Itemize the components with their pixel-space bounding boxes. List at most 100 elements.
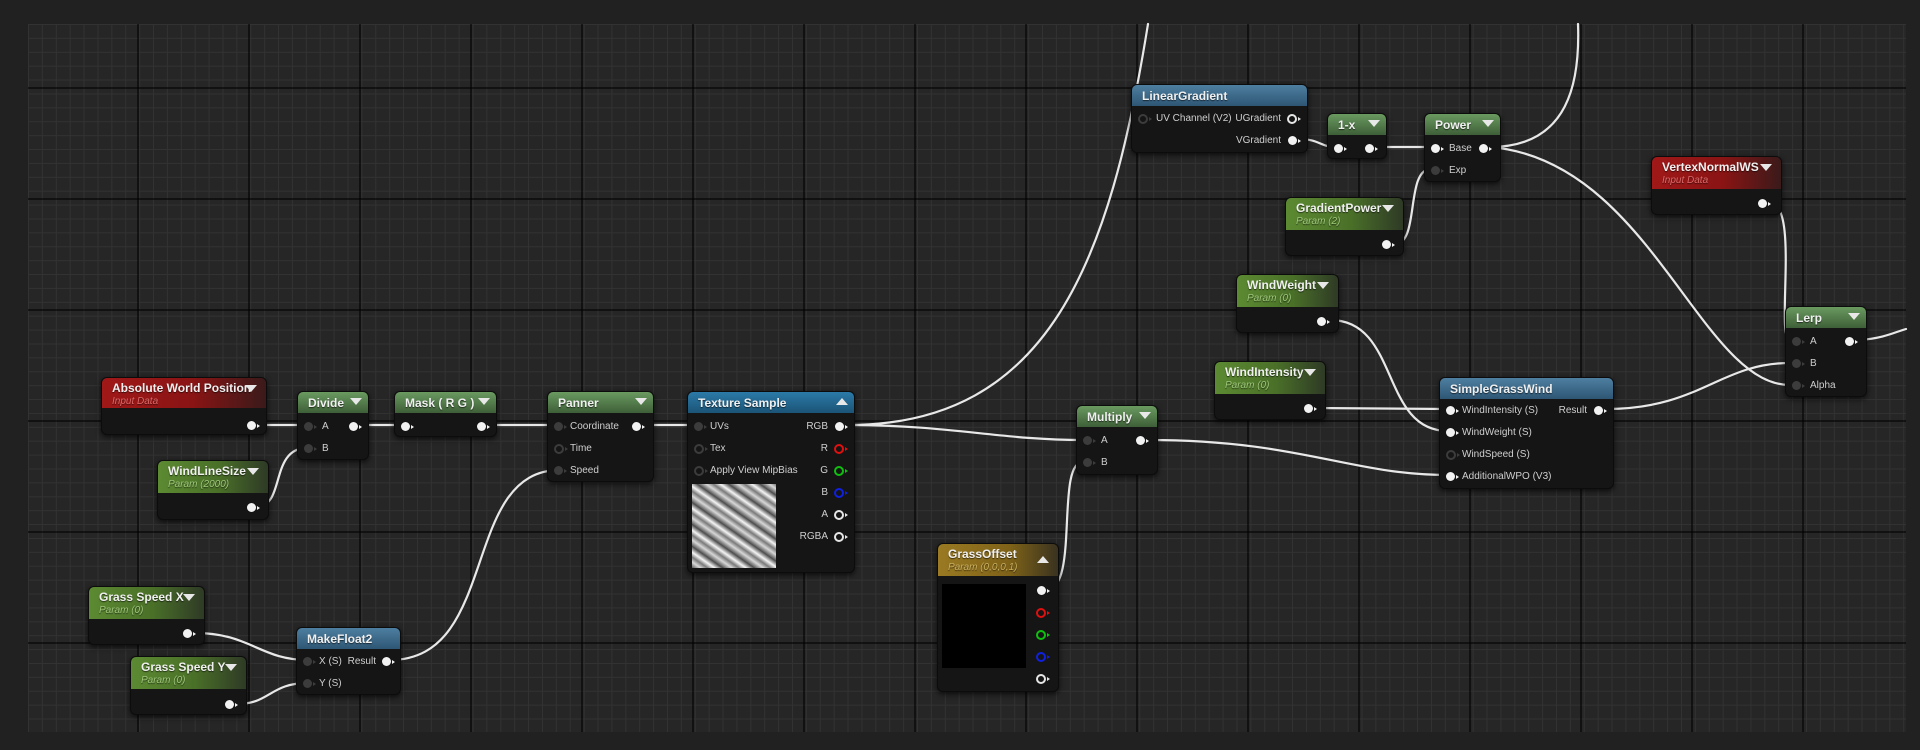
collapse-arrow-icon[interactable] xyxy=(1848,313,1860,320)
input-pin-a[interactable] xyxy=(304,422,317,431)
output-pin-a[interactable] xyxy=(834,510,848,520)
collapse-arrow-icon[interactable] xyxy=(1368,120,1380,127)
output-pin[interactable] xyxy=(247,421,260,430)
input-pin-y[interactable] xyxy=(303,679,316,688)
output-pin-result[interactable] xyxy=(1594,406,1607,415)
pin-label-alpha: Alpha xyxy=(1810,380,1836,391)
collapse-arrow-icon[interactable] xyxy=(1304,369,1316,376)
output-pin-r[interactable] xyxy=(1036,608,1050,618)
node-grass-offset[interactable]: GrassOffset Param (0,0,0,1) xyxy=(937,543,1059,692)
input-pin-uvs[interactable] xyxy=(694,422,707,431)
input-pin-time[interactable] xyxy=(554,444,568,454)
output-pin[interactable] xyxy=(477,422,490,431)
output-pin-rgba[interactable] xyxy=(834,532,848,542)
output-pin-rgb[interactable] xyxy=(1037,586,1050,595)
pin-label-g: G xyxy=(820,465,828,476)
input-pin-wind-speed[interactable] xyxy=(1446,450,1460,460)
collapse-arrow-icon[interactable] xyxy=(183,594,195,601)
output-pin-g[interactable] xyxy=(834,466,848,476)
output-pin-rgb[interactable] xyxy=(835,422,848,431)
output-pin[interactable] xyxy=(1758,199,1771,208)
input-pin-base[interactable] xyxy=(1431,144,1444,153)
output-pin-r[interactable] xyxy=(834,444,848,454)
input-pin-x[interactable] xyxy=(303,657,316,666)
output-pin-g[interactable] xyxy=(1036,630,1050,640)
collapse-arrow-icon[interactable] xyxy=(245,385,257,392)
collapse-arrow-icon[interactable] xyxy=(247,468,259,475)
output-pin[interactable] xyxy=(247,503,260,512)
input-pin-tex[interactable] xyxy=(694,444,708,454)
node-one-minus[interactable]: 1-x xyxy=(1327,113,1387,159)
node-panner[interactable]: Panner Coordinate Time Speed xyxy=(547,391,654,482)
output-pin[interactable] xyxy=(1382,240,1395,249)
collapse-arrow-icon[interactable] xyxy=(478,398,490,405)
output-pin-result[interactable] xyxy=(382,657,395,666)
node-mask[interactable]: Mask ( R G ) xyxy=(394,391,497,437)
input-pin-uv-channel[interactable] xyxy=(1138,114,1152,124)
input-pin-speed[interactable] xyxy=(554,466,567,475)
node-simple-grass-wind[interactable]: SimpleGrassWind WindIntensity (S) Result… xyxy=(1439,377,1614,489)
input-pin[interactable] xyxy=(401,422,414,431)
input-pin-wind-intensity[interactable] xyxy=(1446,406,1459,415)
input-pin-b[interactable] xyxy=(1792,359,1805,368)
input-pin-wind-weight[interactable] xyxy=(1446,428,1459,437)
collapse-arrow-icon[interactable] xyxy=(225,664,237,671)
collapse-arrow-icon[interactable] xyxy=(1482,120,1494,127)
output-pin[interactable] xyxy=(1317,317,1330,326)
collapse-arrow-icon[interactable] xyxy=(635,398,647,405)
node-grass-speed-x[interactable]: Grass Speed X Param (0) xyxy=(88,586,205,645)
input-pin-a[interactable] xyxy=(1792,337,1805,346)
node-title: VertexNormalWS xyxy=(1662,160,1759,174)
node-multiply[interactable]: Multiply A B xyxy=(1076,405,1158,475)
collapse-arrow-icon[interactable] xyxy=(1760,164,1772,171)
node-texture-sample[interactable]: Texture Sample UVs Tex Apply View MipBia… xyxy=(687,391,855,573)
input-pin-a[interactable] xyxy=(1083,436,1096,445)
output-pin[interactable] xyxy=(349,422,362,431)
expand-arrow-icon[interactable] xyxy=(836,398,848,405)
output-pin-ugradient[interactable] xyxy=(1287,114,1301,124)
node-vertex-normal-ws[interactable]: VertexNormalWS Input Data xyxy=(1651,156,1782,215)
pin-label-rgba: RGBA xyxy=(799,531,828,542)
collapse-arrow-icon[interactable] xyxy=(1382,205,1394,212)
node-divide[interactable]: Divide A B xyxy=(297,391,369,460)
input-pin-b[interactable] xyxy=(304,444,317,453)
node-title: Grass Speed X xyxy=(99,590,184,604)
node-linear-gradient[interactable]: LinearGradient UV Channel (V2) UGradient… xyxy=(1131,84,1308,153)
output-pin[interactable] xyxy=(1304,404,1317,413)
input-pin-coordinate[interactable] xyxy=(554,422,567,431)
collapse-arrow-icon[interactable] xyxy=(350,398,362,405)
collapse-arrow-icon[interactable] xyxy=(1139,412,1151,419)
pin-label-mipbias: Apply View MipBias xyxy=(710,465,798,476)
input-pin-b[interactable] xyxy=(1083,458,1096,467)
output-pin-b[interactable] xyxy=(1036,652,1050,662)
node-wind-intensity[interactable]: WindIntensity Param (0) xyxy=(1214,361,1326,420)
output-pin[interactable] xyxy=(1479,144,1492,153)
output-pin[interactable] xyxy=(1845,337,1858,346)
output-pin[interactable] xyxy=(632,422,645,431)
input-pin[interactable] xyxy=(1334,144,1347,153)
node-wind-line-size[interactable]: WindLineSize Param (2000) xyxy=(157,460,269,520)
input-pin-mipbias[interactable] xyxy=(694,466,708,476)
node-power[interactable]: Power Base Exp xyxy=(1424,113,1501,182)
output-pin[interactable] xyxy=(183,629,196,638)
input-pin-exp[interactable] xyxy=(1431,166,1444,175)
output-pin[interactable] xyxy=(1365,144,1378,153)
node-absolute-world-position[interactable]: Absolute World Position Input Data xyxy=(101,377,267,435)
node-title: WindLineSize xyxy=(168,464,246,478)
node-wind-weight[interactable]: WindWeight Param (0) xyxy=(1236,274,1339,333)
output-pin-b[interactable] xyxy=(834,488,848,498)
pin-label-ugradient: UGradient xyxy=(1235,113,1281,124)
node-lerp[interactable]: Lerp A B Alpha xyxy=(1785,306,1867,397)
output-pin-vgradient[interactable] xyxy=(1288,136,1301,145)
collapse-arrow-icon[interactable] xyxy=(1317,282,1329,289)
output-pin[interactable] xyxy=(225,700,238,709)
node-gradient-power[interactable]: GradientPower Param (2) xyxy=(1285,197,1404,256)
input-pin-alpha[interactable] xyxy=(1792,381,1805,390)
pin-label-rgb: RGB xyxy=(806,421,828,432)
node-make-float2[interactable]: MakeFloat2 X (S) Result Y (S) xyxy=(296,627,401,695)
output-pin-a[interactable] xyxy=(1036,674,1050,684)
output-pin[interactable] xyxy=(1136,436,1149,445)
expand-arrow-icon[interactable] xyxy=(1037,556,1049,563)
node-grass-speed-y[interactable]: Grass Speed Y Param (0) xyxy=(130,656,247,715)
input-pin-additional-wpo[interactable] xyxy=(1446,472,1459,481)
